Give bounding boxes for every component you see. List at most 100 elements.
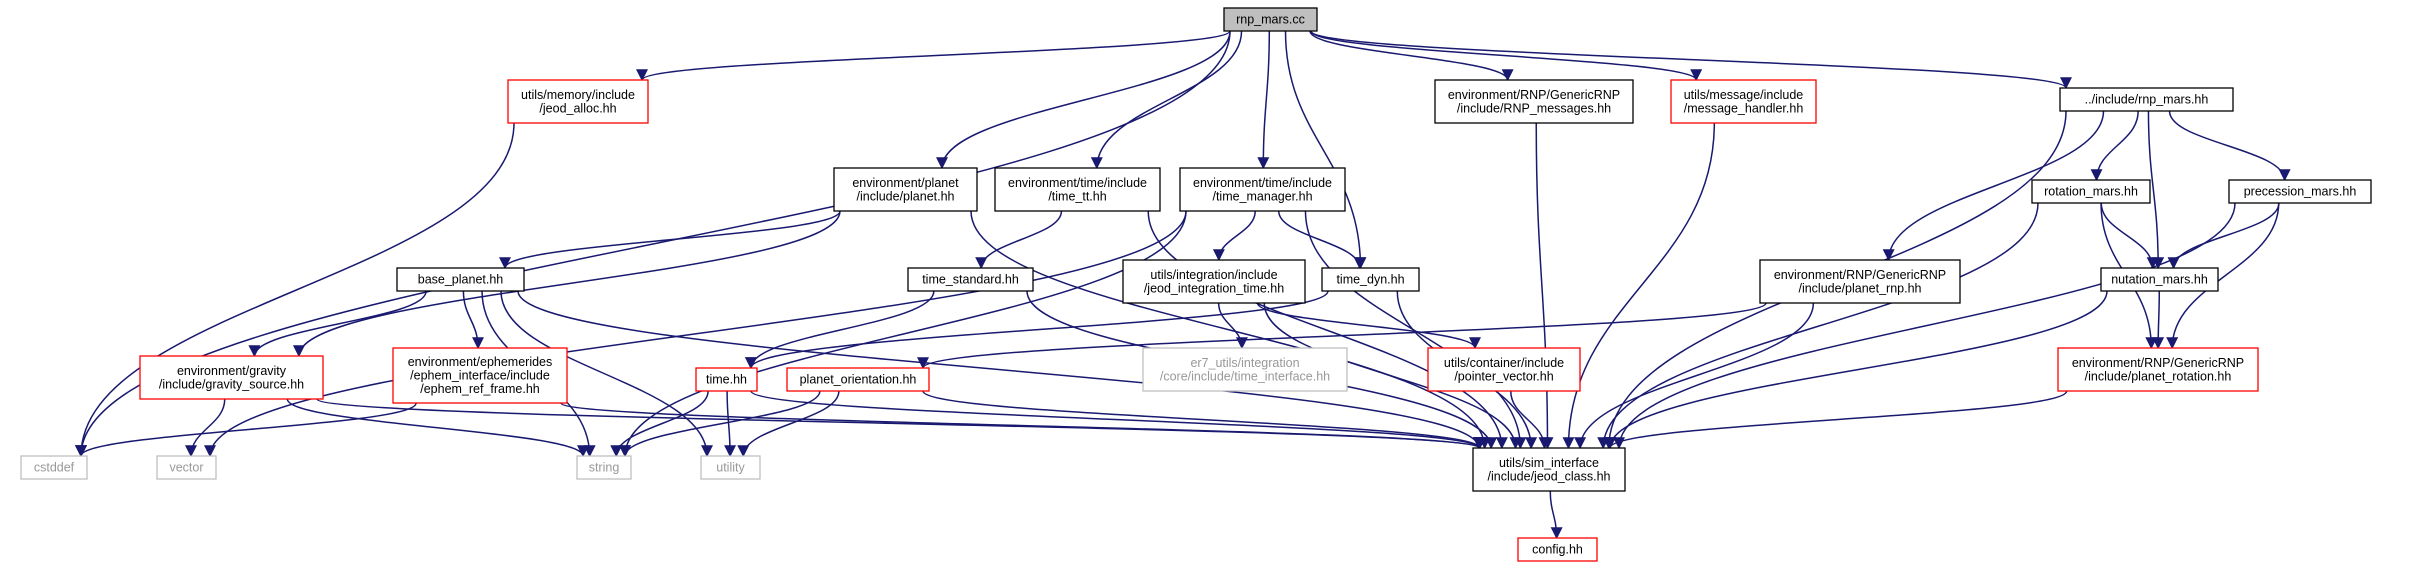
node-planet-orientation[interactable]: planet_orientation.hh [786, 367, 930, 392]
edge-rotation-mars-to-jeod-class [1597, 202, 2039, 450]
node-time-dyn[interactable]: time_dyn.hh [1321, 267, 1420, 292]
node-config-hh[interactable]: config.hh [1517, 537, 1598, 562]
node-time-interface[interactable]: er7_utils/integration/core/include/time_… [1142, 347, 1348, 392]
node-pointer-vector[interactable]: utils/container/include/pointer_vector.h… [1427, 347, 1581, 392]
node-box-time-tt [994, 167, 1161, 212]
node-label-cstddef-line-1: cstddef [34, 461, 75, 475]
node-box-time-hh [695, 367, 758, 392]
node-label-time-hh-line-1: time.hh [706, 373, 747, 387]
edge-gravity-source-to-jeod-class [316, 398, 1485, 450]
node-rnp-mars-cc[interactable]: rnp_mars.cc [1223, 7, 1318, 32]
edge-rotation-mars-to-nutation-mars [2100, 202, 2159, 270]
edge-rnp-mars-cc-to-planet-hh [936, 30, 1231, 170]
edge-jeod-integration-time-to-pointer-vector [1256, 302, 1481, 350]
node-cstddef[interactable]: cstddef [20, 455, 88, 480]
edge-rnp-mars-cc-to-time-manager [1257, 30, 1271, 170]
node-base-planet[interactable]: base_planet.hh [396, 267, 525, 292]
node-box-time-standard [907, 267, 1034, 292]
node-box-jeod-class [1472, 447, 1626, 492]
node-rotation-mars[interactable]: rotation_mars.hh [2031, 179, 2151, 204]
node-box-planet-hh [833, 167, 978, 212]
edge-planet-hh-to-gravity-source [292, 210, 841, 358]
node-label-message-handler-line-1: utils/message/include [1684, 88, 1804, 102]
node-gravity-source[interactable]: environment/gravity/include/gravity_sour… [139, 355, 324, 400]
node-box-vector [156, 455, 217, 480]
node-planet-hh[interactable]: environment/planet/include/planet.hh [833, 167, 978, 212]
node-label-planet-rotation-line-1: environment/RNP/GenericRNP [2072, 356, 2244, 370]
node-time-hh[interactable]: time.hh [695, 367, 758, 392]
edge-pointer-vector-to-jeod-class [1510, 390, 1551, 450]
node-label-planet-hh-line-1: environment/planet [852, 176, 959, 190]
node-ephem-ref-frame[interactable]: environment/ephemerides/ephem_interface/… [392, 347, 568, 404]
node-label-pointer-vector-line-1: utils/container/include [1444, 356, 1564, 370]
edge-jeod-integration-time-to-time-interface [1217, 302, 1248, 350]
edge-planet-hh-to-base-planet [499, 210, 841, 270]
nodes-layer: rnp_mars.cc utils/memory/include/jeod_all… [20, 7, 2372, 562]
node-label-config-hh-line-1: config.hh [1532, 543, 1583, 557]
node-label-time-tt-line-1: environment/time/include [1008, 176, 1147, 190]
node-label-time-standard-line-1: time_standard.hh [922, 273, 1019, 287]
node-label-planet-rnp-line-1: environment/RNP/GenericRNP [1774, 268, 1946, 282]
node-label-precession-mars-line-1: precession_mars.hh [2244, 185, 2357, 199]
node-box-planet-rnp [1759, 259, 1961, 304]
node-label-jeod-alloc-line-1: utils/memory/include [521, 88, 635, 102]
edge-base-planet-to-ephem-ref-frame [462, 290, 485, 350]
node-string[interactable]: string [576, 455, 632, 480]
node-label-jeod-alloc-line-2: /jeod_alloc.hh [539, 101, 616, 115]
node-planet-rnp[interactable]: environment/RNP/GenericRNP/include/plane… [1759, 259, 1961, 304]
node-label-rnp-messages-line-2: /include/RNP_messages.hh [1457, 101, 1611, 115]
edge-jeod-alloc-to-cstddef [75, 122, 515, 458]
node-label-jeod-integration-time-line-2: /jeod_integration_time.hh [1144, 281, 1284, 295]
node-label-jeod-class-line-2: /include/jeod_class.hh [1488, 469, 1611, 483]
edge-time-hh-to-jeod-class [750, 390, 1485, 450]
node-time-manager[interactable]: environment/time/include/time_manager.hh [1179, 167, 1346, 212]
node-label-time-manager-line-1: environment/time/include [1193, 176, 1332, 190]
edge-rnp-mars-cc-to-message-handler [1310, 30, 1703, 82]
node-box-pointer-vector [1427, 347, 1581, 392]
node-label-planet-hh-line-2: /include/planet.hh [857, 189, 955, 203]
node-box-rnp-mars-cc [1223, 7, 1318, 32]
edge-time-manager-to-jeod-integration-time [1212, 210, 1256, 262]
node-label-utility-line-1: utility [716, 461, 745, 475]
node-label-nutation-mars-line-1: nutation_mars.hh [2111, 273, 2208, 287]
edge-gravity-source-to-string [286, 398, 589, 458]
node-rnp-mars-hh[interactable]: ../include/rnp_mars.hh [2059, 87, 2234, 112]
edge-planet-orientation-to-jeod-class [922, 390, 1486, 450]
node-jeod-class[interactable]: utils/sim_interface/include/jeod_class.h… [1472, 447, 1626, 492]
edge-time-manager-to-vector [204, 210, 1187, 458]
node-jeod-alloc[interactable]: utils/memory/include/jeod_alloc.hh [507, 79, 649, 124]
edge-planet-orientation-to-utility [737, 390, 840, 458]
node-box-rnp-messages [1434, 79, 1634, 124]
node-jeod-integration-time[interactable]: utils/integration/include/jeod_integrati… [1122, 259, 1306, 304]
node-label-planet-orientation-line-1: planet_orientation.hh [800, 373, 917, 387]
node-label-gravity-source-line-2: /include/gravity_source.hh [159, 377, 304, 391]
node-box-config-hh [1517, 537, 1598, 562]
edge-nutation-mars-to-jeod-class [1604, 290, 2108, 450]
node-label-vector-line-1: vector [169, 461, 203, 475]
node-label-string-line-1: string [589, 461, 620, 475]
node-time-tt[interactable]: environment/time/include/time_tt.hh [994, 167, 1161, 212]
node-label-jeod-class-line-1: utils/sim_interface [1499, 456, 1599, 470]
node-message-handler[interactable]: utils/message/include/message_handler.hh [1670, 79, 1817, 124]
node-box-time-manager [1179, 167, 1346, 212]
edge-precession-mars-to-jeod-class [1613, 202, 2236, 450]
edge-precession-mars-to-planet-rotation [2166, 202, 2280, 350]
node-box-planet-rotation [2057, 347, 2259, 392]
node-vector[interactable]: vector [156, 455, 217, 480]
edge-jeod-class-to-config-hh [1549, 490, 1563, 540]
edge-time-tt-to-time-standard [975, 210, 1063, 270]
edge-time-hh-to-utility [724, 390, 737, 458]
node-label-planet-rotation-line-2: /include/planet_rotation.hh [2085, 369, 2232, 383]
node-time-standard[interactable]: time_standard.hh [907, 267, 1034, 292]
node-rnp-messages[interactable]: environment/RNP/GenericRNP/include/RNP_m… [1434, 79, 1634, 124]
edge-rnp-mars-cc-to-time-dyn [1284, 30, 1367, 270]
node-label-rnp-mars-hh-line-1: ../include/rnp_mars.hh [2085, 93, 2209, 107]
node-nutation-mars[interactable]: nutation_mars.hh [2100, 267, 2219, 292]
edge-precession-mars-to-nutation-mars [2167, 202, 2280, 270]
edge-time-manager-to-time-dyn [1277, 210, 1366, 270]
node-label-jeod-integration-time-line-1: utils/integration/include [1150, 268, 1277, 282]
node-planet-rotation[interactable]: environment/RNP/GenericRNP/include/plane… [2057, 347, 2259, 392]
node-precession-mars[interactable]: precession_mars.hh [2228, 179, 2372, 204]
node-utility[interactable]: utility [700, 455, 761, 480]
